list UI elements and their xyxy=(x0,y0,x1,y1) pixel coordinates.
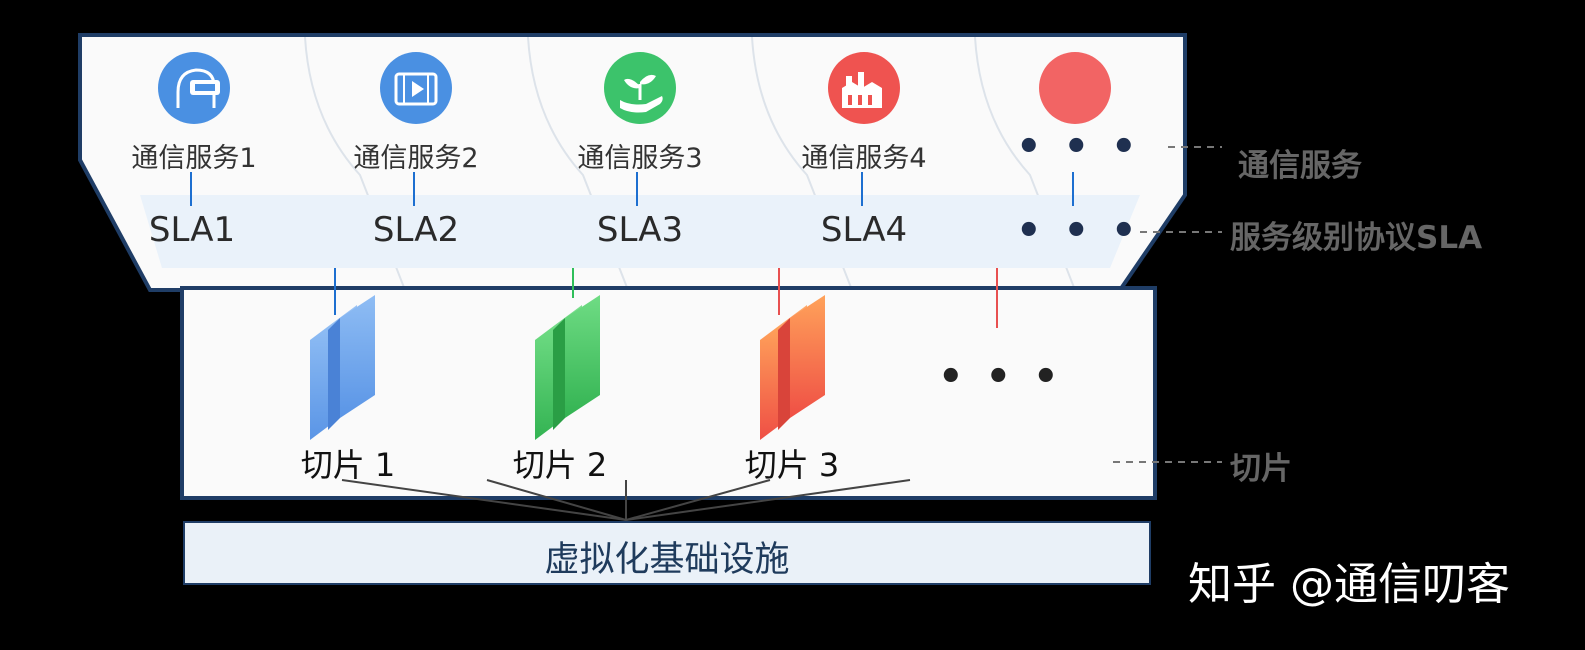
slice-ellipsis: • • • xyxy=(938,354,1063,400)
infrastructure-label: 虚拟化基础设施 xyxy=(544,540,790,580)
service-ellipsis: • • • xyxy=(1016,124,1141,170)
service-sla-connectors xyxy=(190,172,1074,206)
side-label-service: 通信服务 xyxy=(1238,148,1362,184)
factory-icon xyxy=(828,52,900,124)
slice-1-label: 切片 1 xyxy=(300,446,396,484)
infrastructure-connectors xyxy=(341,479,911,521)
service-3-label: 通信服务3 xyxy=(577,143,703,174)
slice-3-label: 切片 3 xyxy=(744,446,840,484)
sla-1-label: SLA1 xyxy=(148,210,236,250)
vr-headset-icon xyxy=(158,52,230,124)
sla-2-label: SLA2 xyxy=(372,210,460,250)
slice-3-icon xyxy=(760,295,825,440)
sla-3-label: SLA3 xyxy=(596,210,684,250)
watermark: 知乎 @通信叨客 xyxy=(1188,559,1510,610)
red-circle-icon xyxy=(1039,52,1111,124)
slice-2-label: 切片 2 xyxy=(512,446,608,484)
leader-lines xyxy=(1113,146,1222,463)
side-label-slice: 切片 xyxy=(1230,451,1292,487)
column-separators xyxy=(304,36,1076,291)
sla-ellipsis: • • • xyxy=(1016,208,1141,254)
sla-4-label: SLA4 xyxy=(820,210,908,250)
service-1-label: 通信服务1 xyxy=(131,143,257,174)
video-player-icon xyxy=(380,52,452,124)
sla-band xyxy=(140,195,1140,268)
slice-1-icon xyxy=(310,295,375,440)
service-4-label: 通信服务4 xyxy=(801,143,927,174)
slice-2-icon xyxy=(535,295,600,440)
side-label-sla: 服务级别协议SLA xyxy=(1230,220,1483,256)
service-2-label: 通信服务2 xyxy=(353,143,479,174)
infrastructure-box xyxy=(183,521,1151,585)
plant-in-hand-icon xyxy=(604,52,676,124)
